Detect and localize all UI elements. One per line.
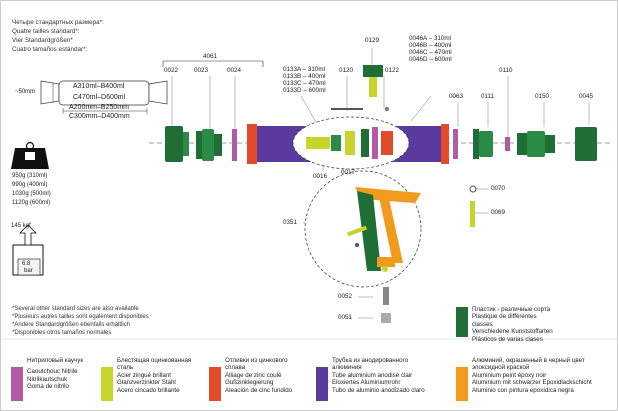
- seal-ring-0024: [232, 129, 237, 161]
- part-label-0024: 0024: [227, 67, 242, 74]
- weight-icon: [11, 141, 49, 169]
- legend-swatch-plastic: [456, 307, 468, 337]
- end-cap-0045: [575, 127, 597, 161]
- seal-ring-0063: [453, 129, 458, 159]
- part-0122: [385, 107, 389, 111]
- pressure-unit: bar: [24, 268, 33, 274]
- length-top: A200mm–B250mm: [69, 104, 129, 111]
- pressure-value: 6.8: [22, 261, 31, 267]
- note-fr: *Plusieurs autres tailles sont également…: [12, 314, 149, 320]
- part-label-0022: 0022: [164, 67, 179, 74]
- part-label-0069: 0069: [491, 209, 506, 216]
- legend-text-anodized-tube: Трубка из анодированного алюминия Tube a…: [332, 357, 425, 394]
- header-line-fr: Quatre tailles standard*:: [12, 28, 80, 35]
- part-label-0046c: 0046C – 470ml: [409, 49, 452, 56]
- part-label-0122: 0122: [385, 67, 400, 74]
- part-label-0045: 0045: [579, 93, 594, 100]
- capacity-bottom: C470ml–D600ml: [73, 94, 126, 101]
- weight-310: 950g (310ml): [12, 173, 48, 179]
- legend-text-nitrile: Нитриловый каучук Caoutchouc Nitrile Nit…: [27, 357, 84, 391]
- size-capsule-icon: [40, 60, 264, 114]
- part-label-0133a: 0133A – 310ml: [283, 66, 326, 73]
- part-label-0051: 0051: [338, 314, 353, 321]
- length-bottom: C300mm–D400mm: [69, 113, 130, 120]
- bolt-0052: [383, 287, 389, 305]
- piston-0023: [196, 129, 222, 161]
- header-line-es: Cuatro tamaños estándar*:: [12, 46, 88, 53]
- total-code: 4061: [203, 53, 218, 60]
- weight-500: 1030g (500ml): [12, 191, 51, 197]
- part-label-0110: 0110: [499, 67, 513, 74]
- part-label-0046b: 0046B – 400ml: [409, 42, 452, 49]
- part-label-0133c: 0133C – 470ml: [283, 80, 326, 87]
- legend-swatch-nitrile: [11, 367, 23, 401]
- nozzle-base-0111: [473, 129, 493, 159]
- part-label-0070: 0070: [491, 185, 506, 192]
- part-0110: [505, 137, 510, 151]
- legend-swatch-epoxy-aluminium: [456, 367, 468, 401]
- part-label-0052: 0052: [338, 293, 353, 300]
- part-label-0133b: 0133B – 400ml: [283, 73, 326, 80]
- part-0069: [470, 201, 475, 227]
- note-es: *Disponibles otros tamaños normales: [12, 330, 112, 336]
- handle-assembly-0351: [346, 187, 421, 272]
- header-line-ru: Четыре стандартных размера*:: [12, 19, 104, 26]
- part-0129-top: [363, 65, 383, 77]
- part-label-0023: 0023: [194, 67, 209, 74]
- detail-parts: [306, 127, 393, 159]
- part-label-0046d: 0046D – 600ml: [409, 56, 452, 63]
- part-label-0063: 0063: [449, 93, 464, 100]
- part-label-0133d: 0133D – 600ml: [283, 87, 326, 94]
- part-label-0017: 0017: [341, 169, 356, 176]
- legend-swatch-zinc-steel: [101, 367, 113, 401]
- nozzle-0150: [517, 131, 555, 157]
- header-line-de: Vier Standardgrößen*: [12, 37, 73, 44]
- part-0070: [469, 185, 477, 193]
- part-0129-stem: [369, 77, 377, 97]
- force-kgf: 145 kgf: [11, 223, 31, 229]
- note-de: *Andere Standardgrößen ebenfalls erhältl…: [12, 322, 131, 328]
- legend-text-epoxy-aluminium: Алюминий, окрашенный в черный цвет эпокс…: [472, 357, 592, 394]
- weight-600: 1120g (600ml): [12, 200, 51, 206]
- part-label-0046a: 0046A – 310ml: [409, 35, 452, 42]
- part-label-0351: 0351: [283, 219, 298, 226]
- part-label-0111: 0111: [481, 93, 495, 100]
- legend-swatch-anodized-tube: [316, 367, 328, 401]
- part-label-0016: 0016: [313, 173, 328, 180]
- legend-text-zinc-steel: Блестящая оцинкованная сталь Acier zingu…: [117, 357, 192, 394]
- legend-text-plastic: Пластик - различные сорта Plastique de d…: [472, 306, 553, 343]
- legend-swatch-zinc-alloy: [209, 367, 221, 401]
- part-label-0150: 0150: [535, 93, 550, 100]
- weight-400: 990g (400ml): [12, 182, 48, 188]
- capacity-top: A310ml–B400ml: [73, 83, 125, 90]
- part-label-0120: 0120: [339, 67, 354, 74]
- end-cap-0022: [165, 126, 183, 162]
- pressure-gauge-icon: [12, 224, 44, 276]
- note-en: *Several other standard sizes are also a…: [12, 306, 139, 312]
- part-label-0129: 0129: [365, 37, 380, 44]
- diameter-label: ~50mm: [15, 89, 36, 95]
- legend-text-zinc-alloy: Отливки из цинкового сплава Alliage de z…: [225, 357, 293, 394]
- nut-0051: [381, 313, 391, 323]
